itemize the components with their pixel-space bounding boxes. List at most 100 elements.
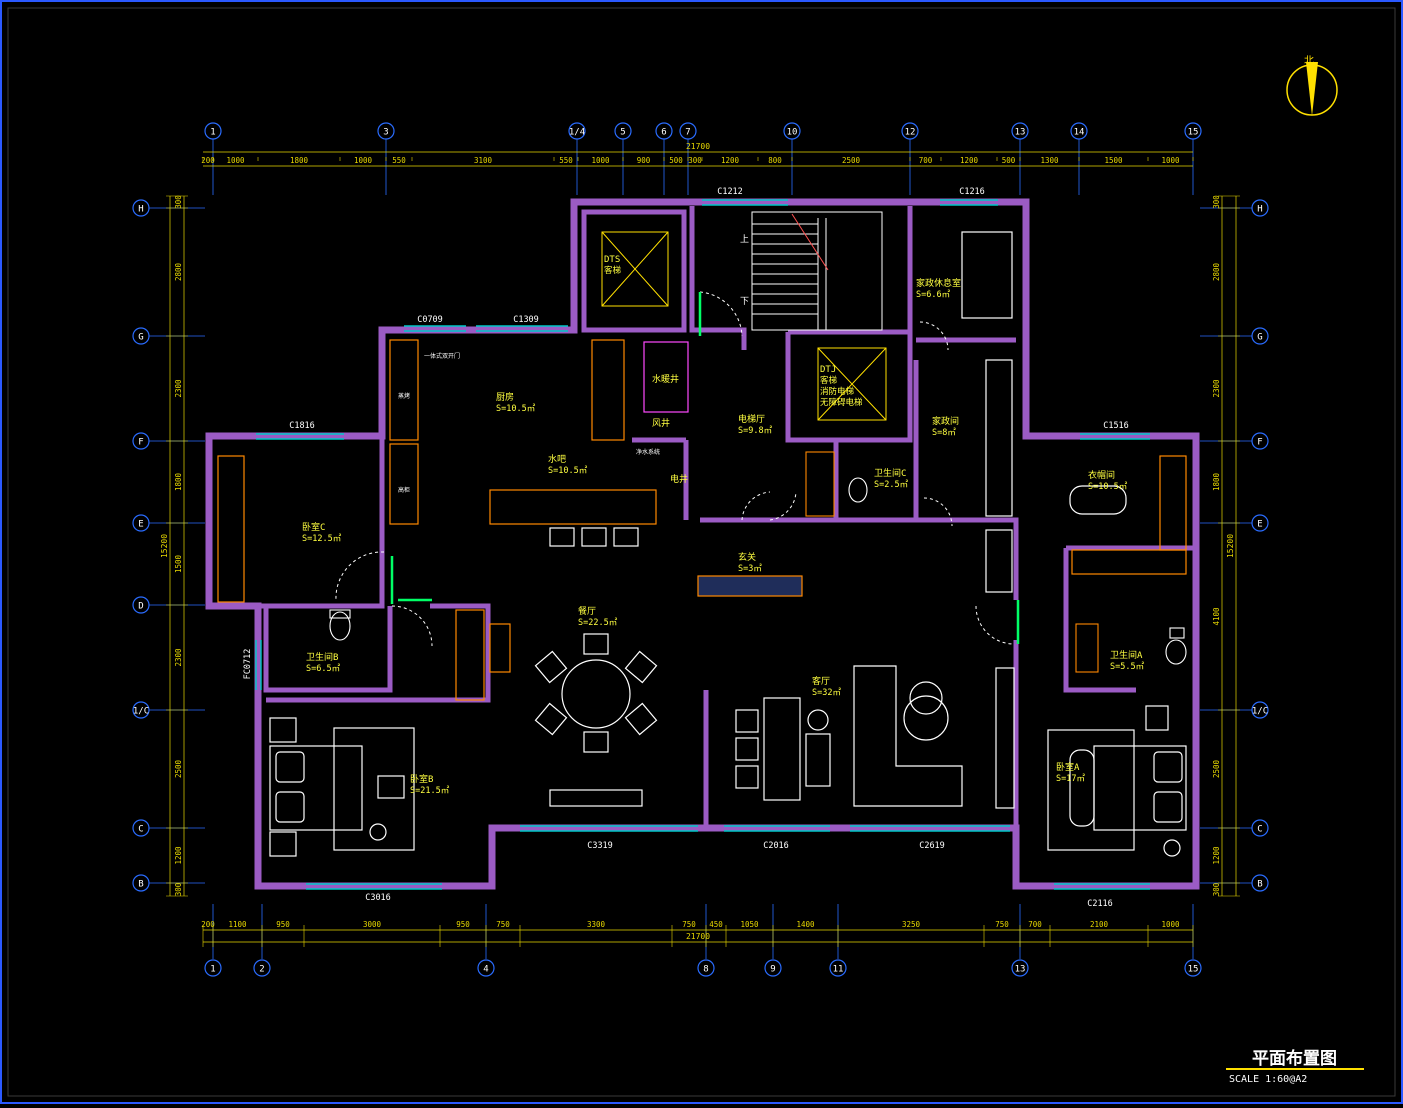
room-2-name: 家政休息室 — [916, 277, 961, 289]
axis-top-5-bubble — [679, 122, 697, 140]
top-seg-2: 1800 — [290, 156, 309, 165]
axis-top-6: 10 — [787, 128, 798, 138]
room-19-name: 卧室A — [1056, 761, 1080, 773]
window-label-c1516: C1516 — [1103, 421, 1129, 431]
window-label-c3016: C3016 — [365, 893, 391, 903]
elevators — [601, 231, 887, 421]
top-seg-9: 500 — [669, 156, 683, 165]
axis-top-3: 5 — [620, 128, 625, 138]
axis-bottom-2-bubble — [477, 959, 495, 977]
top-seg-14: 700 — [919, 156, 933, 165]
window-label-c1309: C1309 — [513, 315, 539, 325]
axis-top-0-bubble — [204, 122, 222, 140]
axis-right-3-bubble — [1251, 514, 1269, 532]
right-seg-5: 2500 — [1212, 759, 1221, 778]
living-set — [735, 665, 1015, 809]
left-seg-0: 300 — [174, 195, 183, 209]
axis-top-7: 12 — [905, 128, 916, 138]
axis-top-1-bubble — [377, 122, 395, 140]
room-18-area: S=21.5㎡ — [410, 786, 450, 796]
room-11-name: 卧室C — [302, 521, 325, 533]
axis-left-3: E — [138, 520, 143, 530]
axis-top-4-bubble — [655, 122, 673, 140]
axis-right-1: G — [1257, 333, 1262, 343]
right-total: 15200 — [1226, 534, 1235, 558]
axis-top-9-bubble — [1070, 122, 1088, 140]
axis-left-1-bubble — [132, 327, 150, 345]
right-seg-0: 300 — [1212, 195, 1221, 209]
axis-bottom-2: 4 — [483, 965, 488, 975]
bottom-seg-11: 3250 — [902, 920, 921, 929]
drawing-scale: SCALE 1:60@A2 — [1229, 1074, 1307, 1085]
axis-bottom-0: 1 — [210, 965, 215, 975]
walls — [205, 198, 1200, 890]
top-seg-3: 1000 — [354, 156, 373, 165]
axis-right-3: E — [1257, 520, 1262, 530]
axis-top-8: 13 — [1015, 128, 1026, 138]
axis-right-4: 1/C — [1252, 707, 1268, 717]
room-6-area: S=9.8㎡ — [738, 426, 773, 436]
axis-top-5: 7 — [685, 128, 690, 138]
window-label-c2116: C2116 — [1087, 899, 1113, 909]
bottom-seg-8: 450 — [709, 920, 723, 929]
axis-right-0: H — [1257, 205, 1262, 215]
room-14-area: S=22.5㎡ — [578, 618, 618, 628]
axis-left-5-bubble — [132, 701, 150, 719]
axis-bottom-1-bubble — [253, 959, 271, 977]
right-seg-7: 300 — [1212, 882, 1221, 896]
bottom-seg-1: 1100 — [228, 920, 247, 929]
door-leaves — [390, 292, 1020, 644]
room-19-area: S=17㎡ — [1056, 774, 1085, 784]
axis-top-1: 3 — [383, 128, 388, 138]
room-6-name: 电梯厅 — [738, 413, 765, 425]
axis-top-9: 14 — [1074, 128, 1085, 138]
room-7-name: 家政间 — [932, 415, 959, 427]
doors — [335, 291, 1015, 647]
room-10-area: S=10.5㎡ — [548, 466, 588, 476]
axis-left-5: 1/C — [133, 707, 149, 717]
bottom-seg-3: 3000 — [363, 920, 382, 929]
drawing-title: 平面布置图 — [1252, 1048, 1337, 1069]
room-16-name: 卫生间A — [1110, 649, 1143, 661]
top-seg-12: 800 — [768, 156, 782, 165]
window-label-c1212: C1212 — [717, 187, 743, 197]
inner-walls — [258, 206, 1196, 828]
axis-right-6: B — [1257, 880, 1262, 890]
axis-top-10: 15 — [1188, 128, 1199, 138]
room-2-area: S=6.6㎡ — [916, 290, 951, 300]
axis-bottom-0-bubble — [204, 959, 222, 977]
top-seg-8: 900 — [637, 156, 651, 165]
bathroom-fixtures — [329, 451, 1187, 673]
axis-left-4: D — [138, 602, 143, 612]
room-8-name: 卫生间C — [874, 467, 906, 479]
bottom-total: 21700 — [686, 932, 710, 941]
room-1-name: DTJ — [820, 365, 836, 375]
beds — [269, 705, 1187, 857]
room-0-sub: 客梯 — [604, 265, 622, 276]
axis-top-4: 6 — [661, 128, 666, 138]
room-17-area: S=32㎡ — [812, 688, 841, 698]
axis-bottom-3-bubble — [697, 959, 715, 977]
right-seg-2: 2300 — [1212, 379, 1221, 398]
top-seg-10: 300 — [688, 156, 702, 165]
dining-set — [534, 633, 658, 807]
top-seg-5: 3100 — [474, 156, 493, 165]
top-seg-4: 550 — [392, 156, 406, 165]
bottom-seg-5: 750 — [496, 920, 510, 929]
right-seg-3: 1800 — [1212, 472, 1221, 491]
room-15-area: S=6.5㎡ — [306, 664, 341, 674]
top-total: 21700 — [686, 142, 710, 151]
bottom-seg-10: 1400 — [796, 920, 815, 929]
right-seg-6: 1200 — [1212, 846, 1221, 865]
axis-left-2: F — [138, 438, 143, 448]
axis-left-6-bubble — [132, 819, 150, 837]
top-seg-0: 200 — [201, 156, 215, 165]
window-label-fc0712: FC0712 — [243, 649, 253, 680]
axis-bottom-4: 9 — [770, 965, 775, 975]
room-14-name: 餐厅 — [578, 605, 596, 617]
left-seg-4: 1500 — [174, 554, 183, 573]
